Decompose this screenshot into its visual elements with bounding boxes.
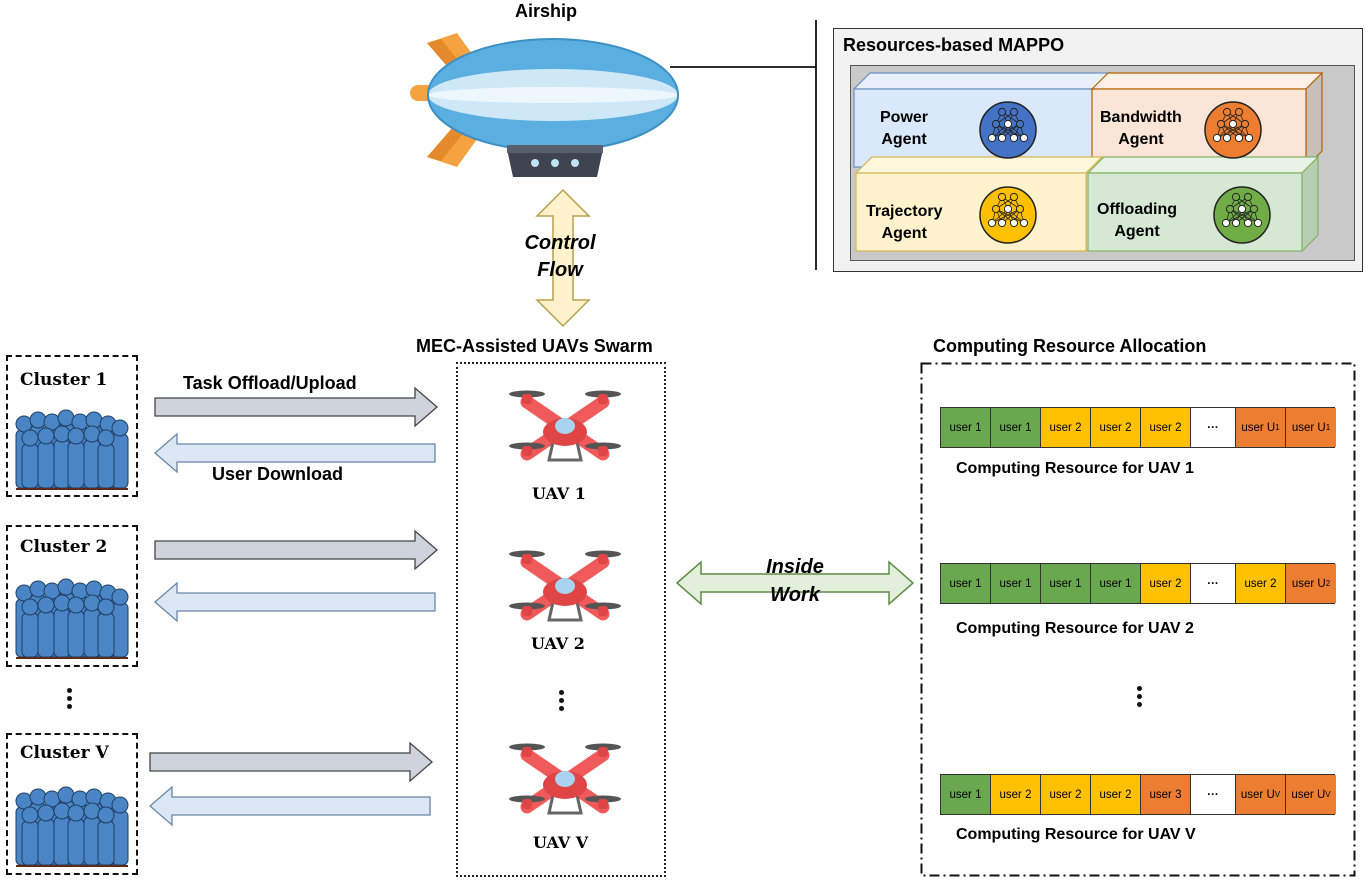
airship-title: Airship <box>515 1 578 21</box>
cluster-box-2 <box>6 525 138 667</box>
inside-work-line2: Work <box>770 584 820 606</box>
resource-cell: user 1 <box>991 408 1041 447</box>
cluster-ellipsis <box>67 688 73 712</box>
swarm-box <box>456 362 666 877</box>
agent-trajectory-label: Trajectory Agent <box>866 203 943 242</box>
resource-cell: user 1 <box>941 408 991 447</box>
control-flow-line1: Control <box>524 232 596 254</box>
resource-caption: Computing Resource for UAV 1 <box>956 460 1194 477</box>
resource-cell: ··· <box>1191 775 1236 814</box>
cluster-box-v <box>6 733 138 875</box>
uav-label: UAV 2 <box>531 634 585 653</box>
agent-power-label: Power Agent <box>880 109 929 148</box>
uav-label: UAV V <box>533 833 589 852</box>
neural-net-icon <box>1204 101 1262 159</box>
resource-cell: user 2 <box>991 775 1041 814</box>
airship-mappo-link <box>670 20 817 270</box>
drone-icon <box>509 743 621 815</box>
download-label: User Download <box>212 464 344 484</box>
drone-icon <box>509 390 621 462</box>
neural-net-icon <box>1213 186 1271 244</box>
resource-cell: user 1 <box>991 564 1041 603</box>
crowd-icon <box>15 578 129 659</box>
inside-work-label: Inside Work <box>735 553 855 609</box>
upload-label: Task Offload/Upload <box>183 373 357 393</box>
allocation-box <box>920 362 1356 877</box>
resource-cell: user 2 <box>1236 564 1286 603</box>
agent-offloading-label: Offloading Agent <box>1097 201 1177 240</box>
cluster-label: Cluster 2 <box>20 537 108 557</box>
resource-cell: user 1 <box>1091 564 1141 603</box>
drone-icon <box>509 550 621 622</box>
swarm-title: MEC-Assisted UAVs Swarm <box>416 336 653 356</box>
inside-work-line1: Inside <box>766 556 824 578</box>
allocation-ellipsis <box>1137 686 1143 710</box>
agent-bandwidth-label: Bandwidth Agent <box>1100 109 1182 148</box>
resource-cell: user 2 <box>1091 775 1141 814</box>
uav-label: UAV 1 <box>532 484 586 503</box>
airship-icon <box>410 33 679 177</box>
swarm-ellipsis <box>559 690 565 714</box>
link-arrows <box>149 386 438 827</box>
resource-caption: Computing Resource for UAV V <box>956 826 1196 843</box>
resource-cell: user 2 <box>1141 564 1191 603</box>
inside-work-arrow <box>675 560 915 606</box>
cluster-box-1 <box>6 355 138 497</box>
resource-cell: user 2 <box>1041 775 1091 814</box>
control-flow-line2: Flow <box>537 259 583 281</box>
control-flow-arrow <box>535 188 591 328</box>
crowd-icon <box>15 786 129 867</box>
agent-boxes <box>852 71 1324 253</box>
resource-caption: Computing Resource for UAV 2 <box>956 620 1194 637</box>
resource-cell: user 1 <box>941 775 991 814</box>
cluster-label: Cluster V <box>20 743 109 763</box>
resource-cell: user 2 <box>1141 408 1191 447</box>
resource-cell: ··· <box>1191 564 1236 603</box>
neural-net-icon <box>979 101 1037 159</box>
resource-cell: user 1 <box>941 564 991 603</box>
allocation-title: Computing Resource Allocation <box>933 336 1207 356</box>
resource-cell: user 3 <box>1141 775 1191 814</box>
crowd-icon <box>15 409 129 490</box>
resource-cell: user 2 <box>1041 408 1091 447</box>
neural-net-icon <box>979 186 1037 244</box>
resource-cell: ··· <box>1191 408 1236 447</box>
control-flow-label: Control Flow <box>500 230 620 284</box>
resource-cell: user 1 <box>1041 564 1091 603</box>
cluster-label: Cluster 1 <box>20 370 108 390</box>
mappo-title: Resources-based MAPPO <box>843 35 1065 55</box>
resource-cell: user 2 <box>1091 408 1141 447</box>
